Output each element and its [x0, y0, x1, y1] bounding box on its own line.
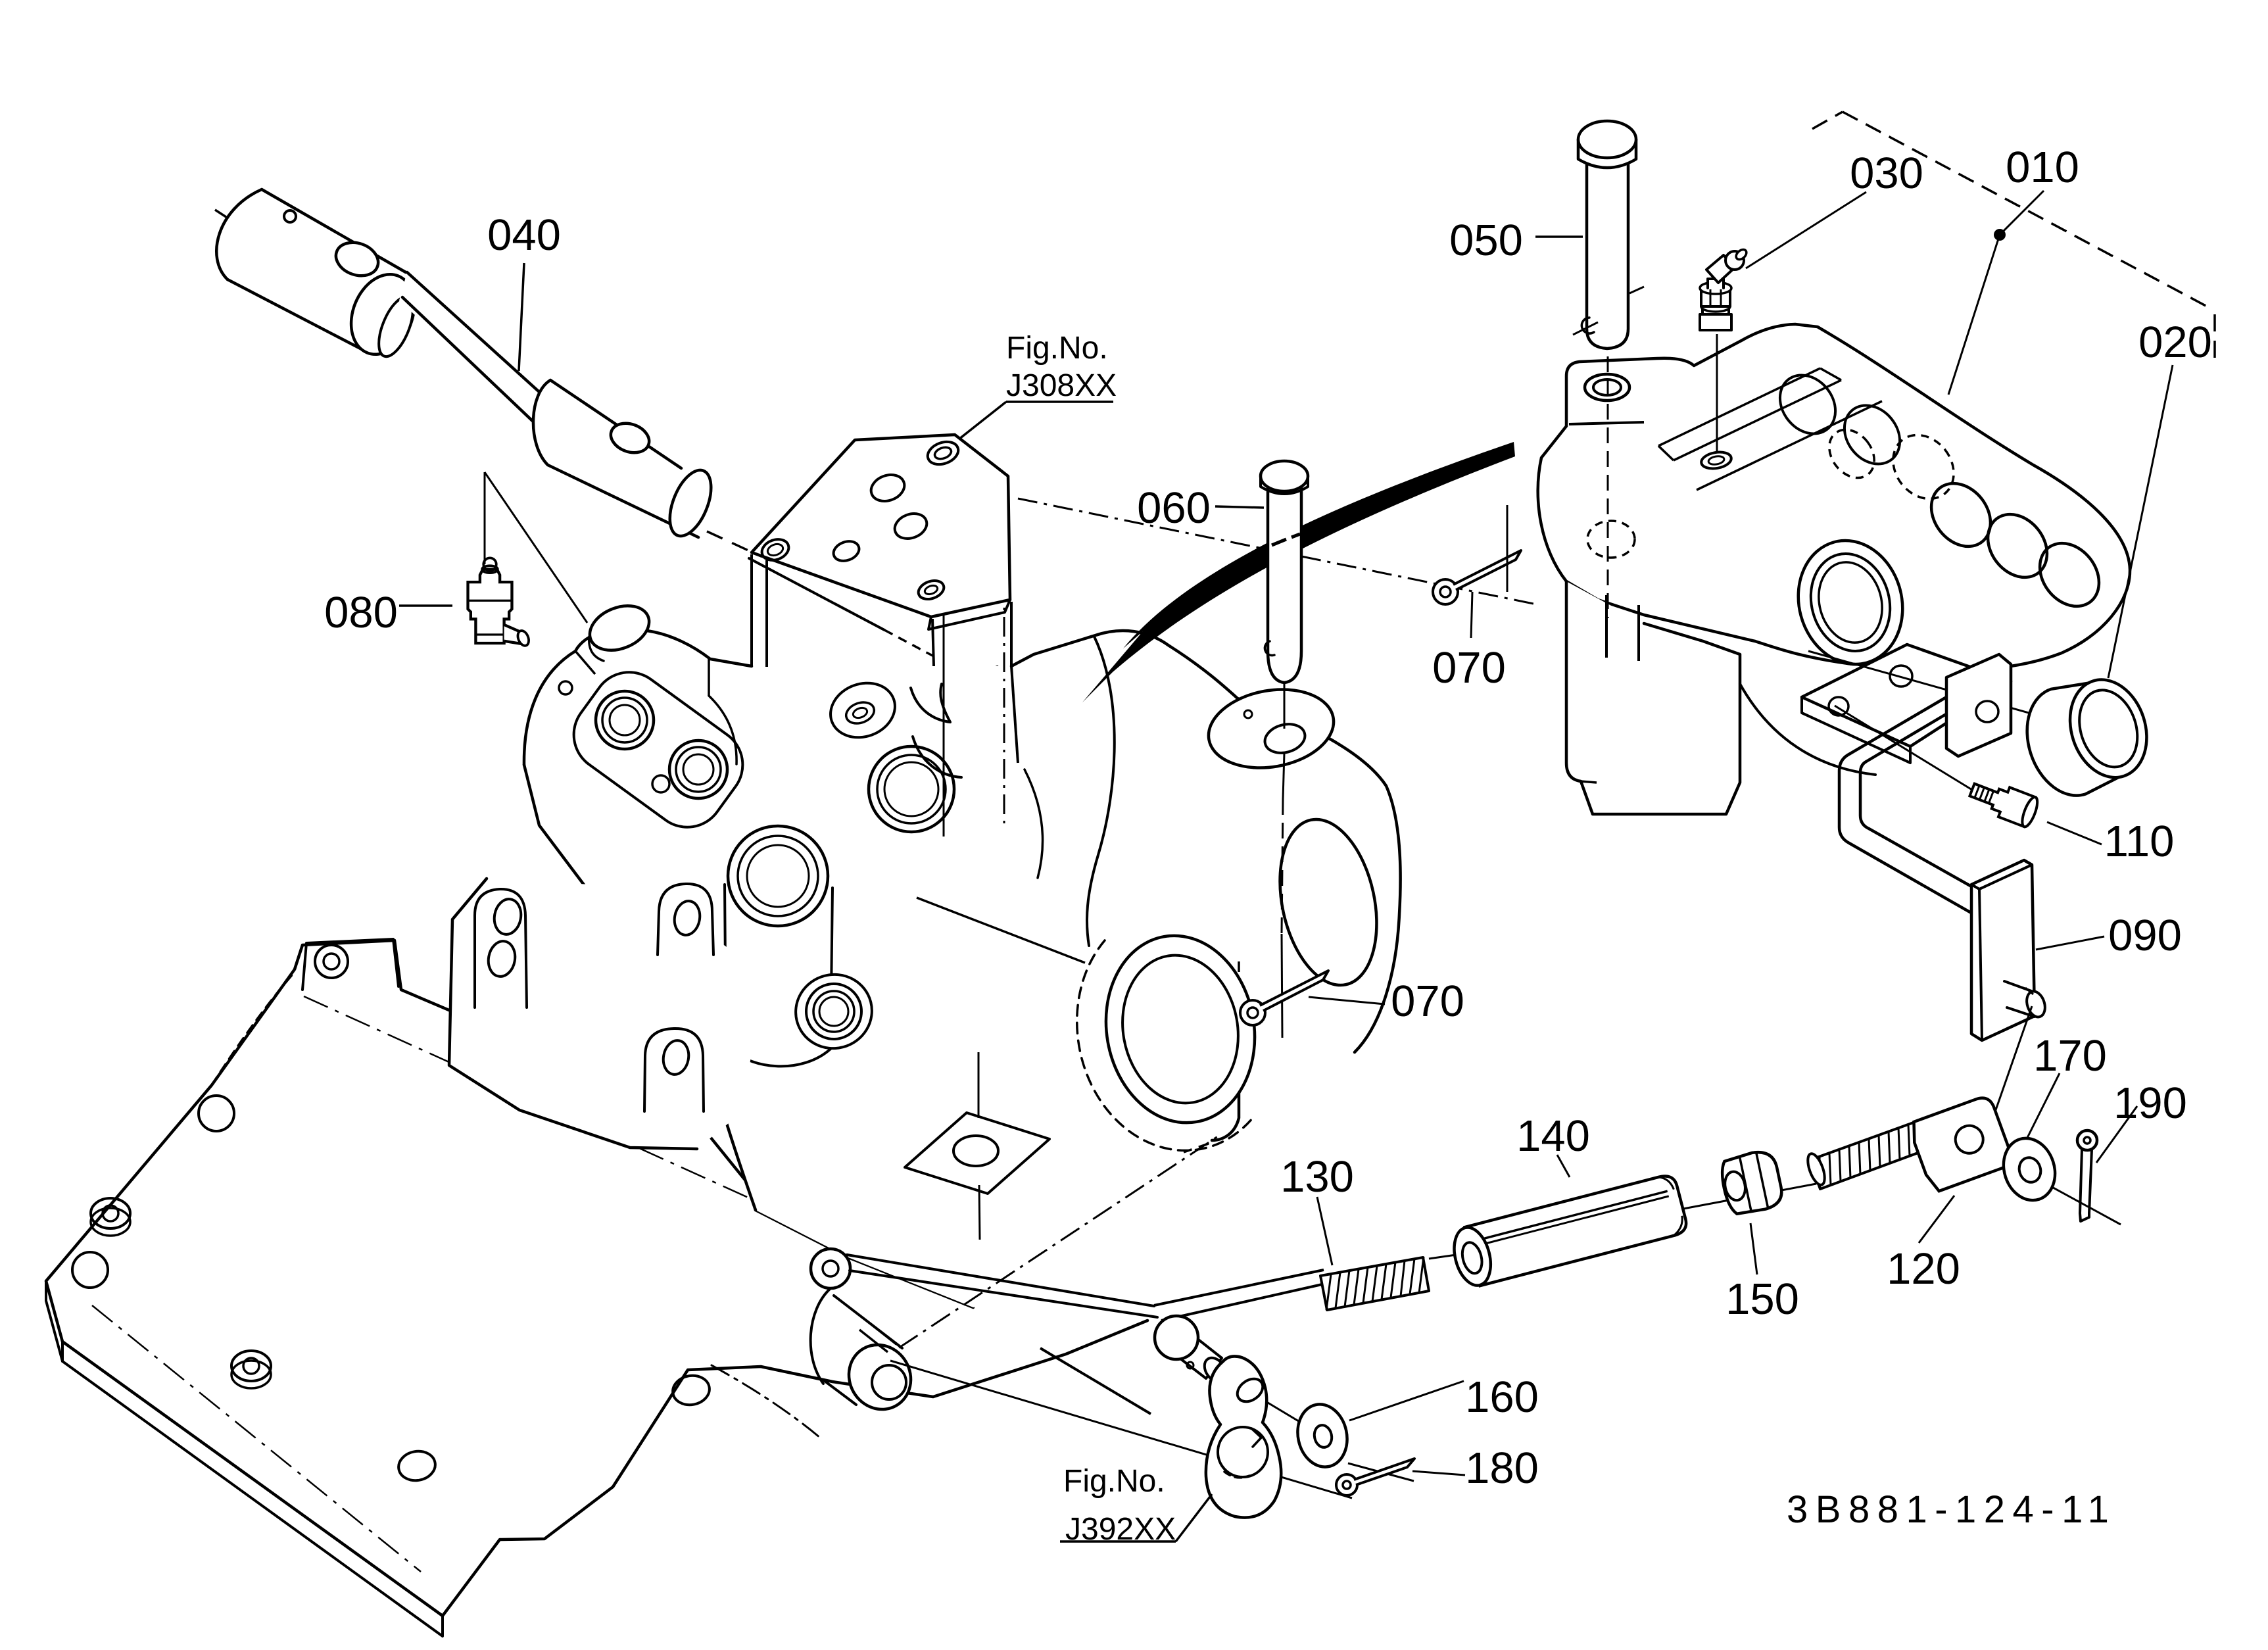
svg-text:030: 030 — [1850, 149, 1923, 198]
svg-text:040: 040 — [487, 210, 561, 260]
svg-text:J308XX: J308XX — [1006, 368, 1117, 403]
svg-text:110: 110 — [2104, 817, 2175, 866]
svg-text:130: 130 — [1280, 1152, 1354, 1201]
svg-text:070: 070 — [1432, 643, 1506, 692]
svg-text:010: 010 — [2006, 143, 2079, 192]
svg-text:160: 160 — [1465, 1372, 1539, 1422]
svg-text:3B881-124-11: 3B881-124-11 — [1787, 1488, 2116, 1531]
svg-text:070: 070 — [1391, 977, 1464, 1026]
svg-text:050: 050 — [1449, 216, 1523, 265]
svg-text:Fig.No.: Fig.No. — [1063, 1464, 1165, 1499]
svg-text:170: 170 — [2033, 1031, 2107, 1080]
svg-text:020: 020 — [2138, 318, 2212, 367]
svg-text:180: 180 — [1465, 1444, 1539, 1493]
svg-text:060: 060 — [1137, 483, 1211, 533]
svg-text:120: 120 — [1887, 1244, 1960, 1294]
svg-text:190: 190 — [2113, 1079, 2187, 1128]
svg-text:090: 090 — [2108, 911, 2182, 960]
svg-text:J392XX: J392XX — [1065, 1512, 1176, 1547]
svg-text:Fig.No.: Fig.No. — [1006, 331, 1108, 366]
svg-text:080: 080 — [324, 588, 398, 637]
svg-text:150: 150 — [1725, 1274, 1799, 1324]
svg-text:140: 140 — [1516, 1111, 1590, 1161]
